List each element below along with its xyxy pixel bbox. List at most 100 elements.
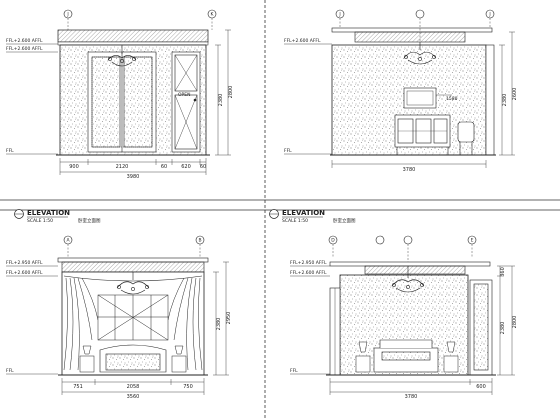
elevation-top-left: J K FFL+2.600 AFFL FFL+2.600 AFFL FFL <box>6 9 234 180</box>
grid-marker-b: B <box>195 235 205 258</box>
grid-marker-e: E <box>467 235 477 258</box>
svg-text:FFL+2.950 AFFL: FFL+2.950 AFFL <box>6 260 43 266</box>
svg-text:2380: 2380 <box>216 318 222 331</box>
svg-text:FFL: FFL <box>284 148 292 154</box>
ceiling-band <box>364 265 466 275</box>
svg-text:J: J <box>488 12 490 18</box>
title-block-right: ELEVATION SCALE 1:50 卧室立面图 <box>269 209 356 224</box>
bottom-dimensions <box>331 160 487 168</box>
window-lattice <box>97 294 169 341</box>
svg-text:2800: 2800 <box>228 86 234 99</box>
svg-text:FFL+2.600 AFFL: FFL+2.600 AFFL <box>6 46 43 52</box>
chandelier <box>107 45 137 67</box>
svg-text:B: B <box>198 238 201 244</box>
svg-text:360: 360 <box>500 267 506 277</box>
svg-text:3560: 3560 <box>127 394 140 400</box>
svg-text:2120: 2120 <box>116 164 129 170</box>
svg-text:FFL: FFL <box>6 148 14 154</box>
svg-text:620: 620 <box>181 164 191 170</box>
svg-text:FFL+2.600 AFFL: FFL+2.600 AFFL <box>6 270 43 276</box>
elevation-bottom-left: A B FFL+2.950 AFFL FFL+2.600 AFFL FFL <box>6 235 232 400</box>
chandelier <box>116 272 150 295</box>
svg-text:SCALE 1:50: SCALE 1:50 <box>27 218 53 224</box>
wardrobe-side <box>329 287 341 376</box>
elevation-bottom-right: D E FFL+2.950 AFFL FFL+2.600 AFFL FFL <box>290 235 518 400</box>
bottom-dimensions <box>329 378 493 395</box>
svg-text:ELEVATION: ELEVATION <box>282 209 325 217</box>
level-labels: FFL+2.600 AFFL FFL <box>284 38 332 155</box>
svg-text:2380: 2380 <box>502 94 508 107</box>
wall-mirror <box>403 87 437 109</box>
title-block-left: ELEVATION SCALE 1:50 卧室立面图 <box>14 209 101 224</box>
svg-text:751: 751 <box>73 384 83 390</box>
svg-text:K: K <box>211 12 215 18</box>
svg-text:FFL+2.950 AFFL: FFL+2.950 AFFL <box>290 260 327 266</box>
svg-text:3780: 3780 <box>405 394 418 400</box>
svg-text:2058: 2058 <box>127 384 140 390</box>
svg-text:3780: 3780 <box>403 167 416 173</box>
svg-text:卧室立面图: 卧室立面图 <box>333 217 356 224</box>
curtain-left <box>63 277 99 371</box>
svg-text:2380: 2380 <box>218 94 224 107</box>
ceiling-band <box>61 261 205 273</box>
svg-text:J: J <box>338 12 340 18</box>
svg-text:FFL: FFL <box>6 368 14 374</box>
lamp-right <box>443 341 459 373</box>
svg-text:60: 60 <box>161 164 167 170</box>
side-dimensions <box>213 261 229 376</box>
side-dimensions <box>499 31 515 156</box>
dresser <box>394 114 451 155</box>
grid-marker-j: J <box>63 9 73 30</box>
svg-text:E: E <box>471 238 474 244</box>
svg-text:2380: 2380 <box>500 322 506 335</box>
svg-text:60: 60 <box>200 164 206 170</box>
grid-marker-j-2: J <box>485 9 495 30</box>
grid-marker-j: J <box>335 9 345 30</box>
bed-headboard <box>99 344 167 373</box>
svg-text:FFL+2.600 AFFL: FFL+2.600 AFFL <box>6 38 43 44</box>
elevation-top-right: J J FFL+2.600 AFFL FFL <box>284 9 518 173</box>
nightstand-right <box>171 345 187 373</box>
callout-label: 1580 <box>446 96 458 102</box>
grid-marker-d: D <box>328 235 338 258</box>
svg-text:FFL+2.600 AFFL: FFL+2.600 AFFL <box>284 38 321 44</box>
right-column <box>469 279 493 376</box>
ceiling-band <box>57 29 209 43</box>
svg-text:D: D <box>331 238 335 244</box>
level-labels: FFL+2.950 AFFL FFL+2.600 AFFL FFL <box>6 260 58 375</box>
svg-text:A: A <box>66 238 70 244</box>
side-column <box>485 44 495 156</box>
wardrobe <box>87 51 157 153</box>
svg-text:卧室立面图: 卧室立面图 <box>78 217 101 224</box>
level-labels: FFL+2.600 AFFL FFL+2.600 AFFL FFL <box>6 38 58 155</box>
svg-text:600: 600 <box>476 384 486 390</box>
svg-text:ELEVATION: ELEVATION <box>27 209 70 217</box>
svg-text:FFL: FFL <box>290 368 298 374</box>
door <box>171 51 201 153</box>
curtain-right <box>167 277 203 371</box>
nightstand-left <box>79 345 95 373</box>
door-open-label: OPEN <box>178 92 190 98</box>
svg-text:2600: 2600 <box>512 88 518 101</box>
side-dimensions <box>497 265 515 376</box>
level-labels: FFL+2.950 AFFL FFL+2.600 AFFL FFL <box>290 260 330 375</box>
chandelier <box>403 42 437 65</box>
chandelier <box>391 266 425 293</box>
bottom-dimensions <box>59 158 207 175</box>
svg-text:2950: 2950 <box>226 312 232 325</box>
svg-text:750: 750 <box>183 384 193 390</box>
svg-text:FFL+2.600 AFFL: FFL+2.600 AFFL <box>290 270 327 276</box>
ceiling-band <box>354 31 466 43</box>
grid-marker-a: A <box>63 235 73 258</box>
bed <box>373 339 439 373</box>
svg-text:2800: 2800 <box>512 316 518 329</box>
grid-marker-k: K <box>207 9 217 30</box>
chair <box>457 121 475 155</box>
svg-text:3980: 3980 <box>127 174 140 180</box>
svg-text:900: 900 <box>69 164 79 170</box>
svg-text:J: J <box>66 12 68 18</box>
lamp-left <box>355 341 371 373</box>
